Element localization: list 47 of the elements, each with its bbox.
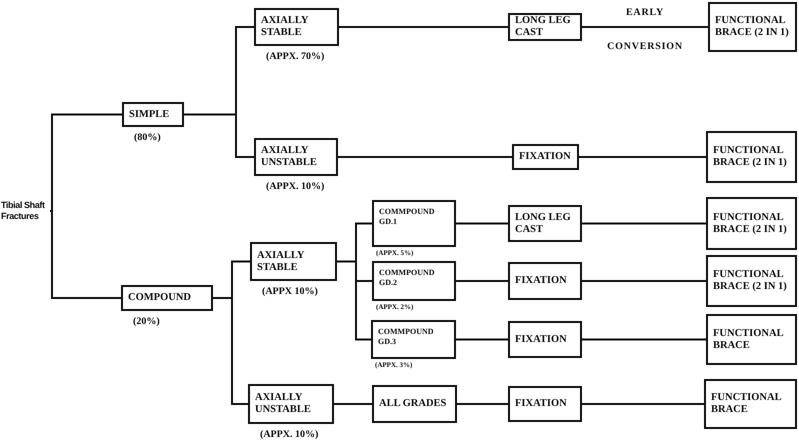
process-box: COMMPOUND GD.3 bbox=[371, 320, 456, 359]
connector-line bbox=[582, 222, 706, 224]
process-box: AXIALLY UNSTABLE bbox=[248, 384, 334, 424]
process-box: FIXATION bbox=[508, 262, 582, 300]
process-box: FUNCTIONAL BRACE (2 IN 1) bbox=[706, 131, 797, 183]
connector-line bbox=[582, 403, 704, 405]
connector-line bbox=[579, 156, 706, 158]
edge-label: EARLY CONVERSION bbox=[606, 6, 684, 54]
process-box: LONG LEG CAST bbox=[508, 13, 582, 41]
process-box: COMMPOUND GD.2 bbox=[372, 261, 456, 301]
root-label: Tibial Shaft Fractures bbox=[1, 199, 50, 223]
connector-line bbox=[457, 403, 508, 405]
connector-line bbox=[213, 297, 248, 405]
process-box: AXIALLY STABLE bbox=[250, 242, 337, 281]
connector-line bbox=[50, 114, 122, 212]
connector-line bbox=[582, 26, 708, 28]
connector-line bbox=[582, 338, 706, 340]
process-box: SIMPLE bbox=[122, 102, 184, 127]
connector-line bbox=[184, 114, 254, 158]
process-box: FUNCTIONAL BRACE (2 IN 1) bbox=[708, 2, 797, 52]
process-box: LONG LEG CAST bbox=[508, 205, 582, 242]
connector-line bbox=[456, 222, 508, 224]
percentage-note: (APPX 10%) bbox=[262, 286, 318, 297]
process-box: FUNCTIONAL BRACE bbox=[706, 314, 797, 365]
percentage-note: (APPX. 10%) bbox=[266, 181, 324, 192]
process-box: FUNCTIONAL BRACE (2 IN 1) bbox=[706, 255, 797, 307]
process-box: FIXATION bbox=[512, 144, 579, 170]
connector-line bbox=[456, 280, 508, 282]
process-box: COMMPOUND GD.1 bbox=[372, 200, 456, 247]
connector-line bbox=[338, 156, 512, 158]
percentage-note: (APPX. 70%) bbox=[266, 51, 324, 62]
connector-line bbox=[339, 26, 508, 28]
process-box: ALL GRADES bbox=[372, 385, 457, 423]
process-box: FUNCTIONAL BRACE bbox=[704, 379, 797, 429]
process-box: COMPOUND bbox=[121, 285, 213, 311]
process-box: FIXATION bbox=[508, 321, 582, 358]
connector-line bbox=[334, 403, 372, 405]
connector-line bbox=[456, 338, 508, 340]
percentage-note: (80%) bbox=[134, 132, 161, 143]
process-box: FUNCTIONAL BRACE (2 IN 1) bbox=[706, 197, 797, 250]
connector-line bbox=[582, 280, 706, 282]
percentage-note: (APPX. 10%) bbox=[260, 429, 318, 440]
percentage-note: (20%) bbox=[133, 316, 160, 327]
process-box: FIXATION bbox=[508, 386, 582, 422]
process-box: AXIALLY UNSTABLE bbox=[254, 138, 338, 176]
connector-line bbox=[50, 210, 121, 299]
process-box: AXIALLY STABLE bbox=[254, 8, 339, 46]
